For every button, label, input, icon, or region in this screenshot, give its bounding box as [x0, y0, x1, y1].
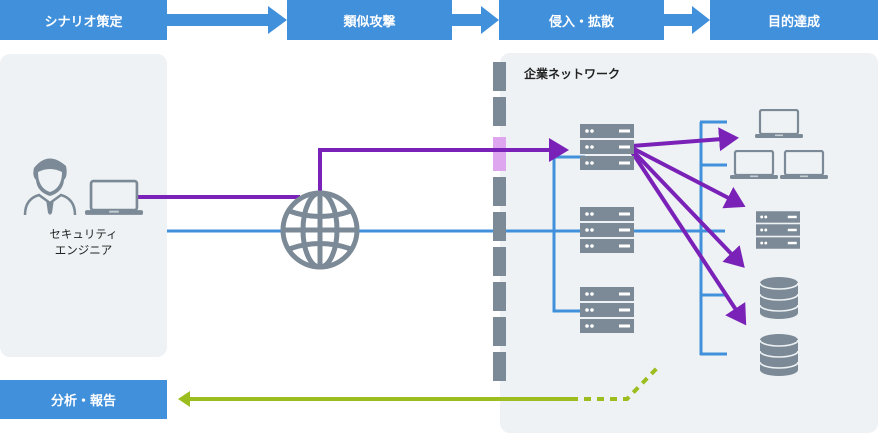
target-server-icon [756, 211, 800, 249]
target-laptop-icon-3 [780, 150, 828, 180]
server-icon-middle [580, 207, 634, 253]
target-database-icon-2 [760, 334, 798, 376]
phase-intrusion-label: 侵入・拡散 [548, 14, 614, 30]
server-icon-bottom [580, 287, 634, 333]
phase-arrow-2 [452, 6, 499, 34]
report-box-label: 分析・報告 [50, 394, 116, 409]
corporate-network-panel [500, 53, 878, 433]
phase-scenario-label: シナリオ策定 [44, 14, 123, 30]
phase-arrow-1 [167, 6, 287, 34]
server-icon-entry [580, 124, 634, 170]
phase-similar-attack-label: 類似攻撃 [343, 14, 396, 30]
engineer-label-line2: エンジニア [54, 243, 113, 257]
engineer-person-icon [23, 158, 77, 216]
network-title: 企業ネットワーク [524, 67, 621, 81]
diagram-graphics [23, 6, 828, 407]
phase-scenario: シナリオ策定 [0, 0, 167, 40]
phase-similar-attack: 類似攻撃 [287, 0, 452, 40]
phase-goal-label: 目的達成 [767, 14, 820, 30]
target-laptop-icon-2 [730, 150, 778, 180]
engineer-laptop-icon [85, 179, 143, 217]
engineer-label: セキュリティ エンジニア [0, 226, 167, 258]
attack-path [138, 127, 747, 326]
phase-goal: 目的達成 [710, 0, 878, 40]
firewall [493, 62, 506, 381]
target-database-icon-1 [760, 277, 798, 319]
phase-arrow-3 [664, 6, 710, 34]
network-lines [167, 120, 727, 356]
engineer-label-line1: セキュリティ [49, 227, 118, 241]
report-path [178, 363, 662, 407]
report-box: 分析・報告 [0, 380, 167, 419]
target-laptop-icon-1 [755, 109, 803, 139]
phase-intrusion: 侵入・拡散 [499, 0, 664, 40]
internet-globe-icon [280, 190, 360, 270]
